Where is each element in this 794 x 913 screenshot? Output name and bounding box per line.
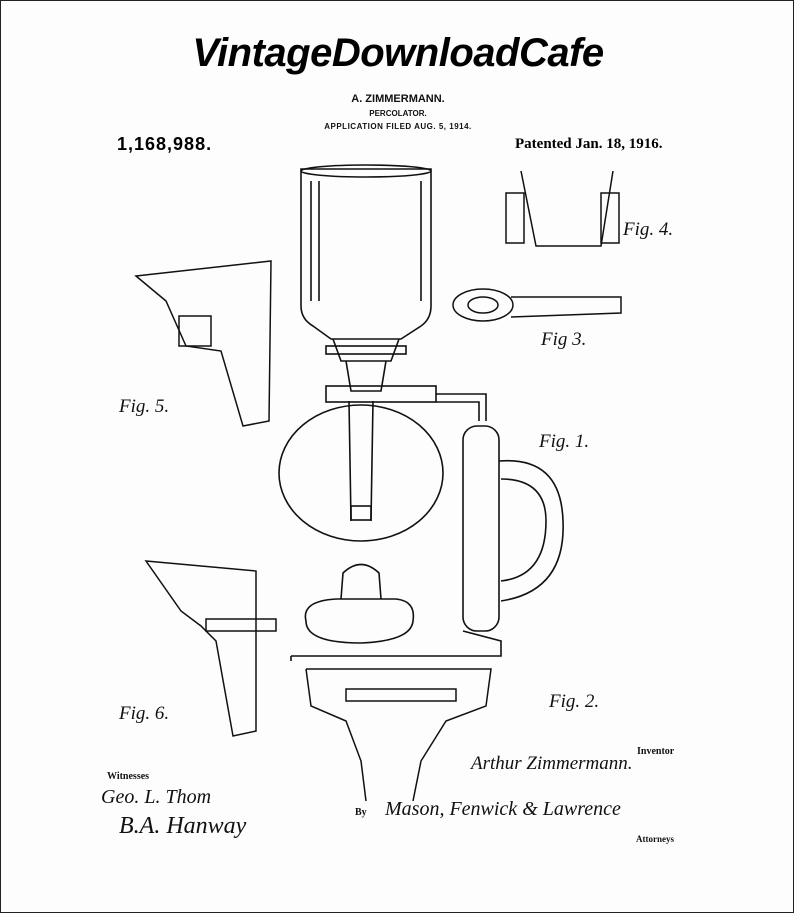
witnesses-label: Witnesses [107,771,150,782]
witness-signature-2: B.A. Hanway [119,813,247,839]
attorneys-label: Attorneys [636,834,674,844]
patent-date: Patented Jan. 18, 1916. [515,136,663,152]
fig-5-label: Fig. 5. [119,396,170,417]
fig-6-label: Fig. 6. [119,703,170,724]
inventor-signature: Arthur Zimmermann. [471,753,633,774]
patent-title: PERCOLATOR. [369,109,427,118]
attorneys-signature: Mason, Fenwick & Lawrence [385,798,621,820]
figure-5-section [134,260,272,427]
inventor-header: A. ZIMMERMANN. [351,93,445,105]
watermark-text: VintageDownloadCafe [192,31,604,75]
inventor-label: Inventor [637,746,675,757]
fig-4-label: Fig. 4. [623,219,674,240]
fig-1-label: Fig. 1. [539,431,590,452]
fig-3-label: Fig 3. [541,329,587,350]
figure-3-ring [452,288,622,322]
figure-1-percolator [278,164,564,661]
figure-4-section [505,170,620,247]
application-filed: APPLICATION FILED AUG. 5, 1914. [324,122,472,131]
fig-2-label: Fig. 2. [549,691,600,712]
by-label: By [355,807,367,818]
patent-number: 1,168,988. [117,134,213,154]
witness-signature-1: Geo. L. Thom [101,786,212,808]
figure-2-detail [305,668,492,802]
figure-6-section [144,560,277,737]
